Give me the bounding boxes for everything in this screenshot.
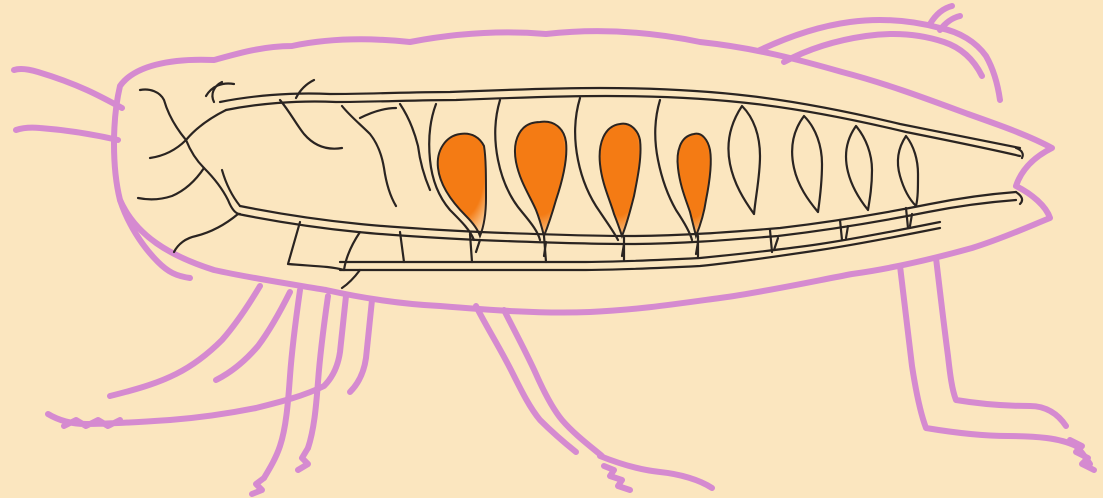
spiracle-branch-1 bbox=[280, 80, 342, 149]
tracheal-system bbox=[138, 80, 1023, 288]
spiracle-branch-2 bbox=[342, 106, 396, 206]
air-sac-2 bbox=[515, 122, 566, 236]
segment-loop-5 bbox=[729, 106, 761, 214]
ventral-trunk-inner bbox=[340, 228, 940, 270]
middle-leg bbox=[476, 306, 602, 456]
head-branch-lower bbox=[174, 170, 240, 252]
antenna-lower bbox=[16, 128, 118, 140]
ventral-trunk bbox=[340, 222, 940, 262]
head-branch-cross bbox=[206, 82, 234, 102]
segment-loop-6 bbox=[792, 116, 822, 212]
hind-leg-lower bbox=[900, 258, 1090, 464]
spiracle-branch-3 bbox=[400, 104, 430, 190]
front-leg-1-foot bbox=[48, 414, 170, 426]
segment-loop-7 bbox=[846, 126, 872, 210]
segment-loop-8 bbox=[898, 136, 918, 206]
front-leg-3-foot bbox=[252, 448, 308, 494]
head-branch-mid bbox=[138, 168, 240, 214]
middle-leg-foot bbox=[600, 456, 712, 490]
front-leg-2 bbox=[110, 286, 290, 396]
hind-leg-foot bbox=[1070, 440, 1094, 470]
antenna-upper bbox=[14, 69, 122, 108]
